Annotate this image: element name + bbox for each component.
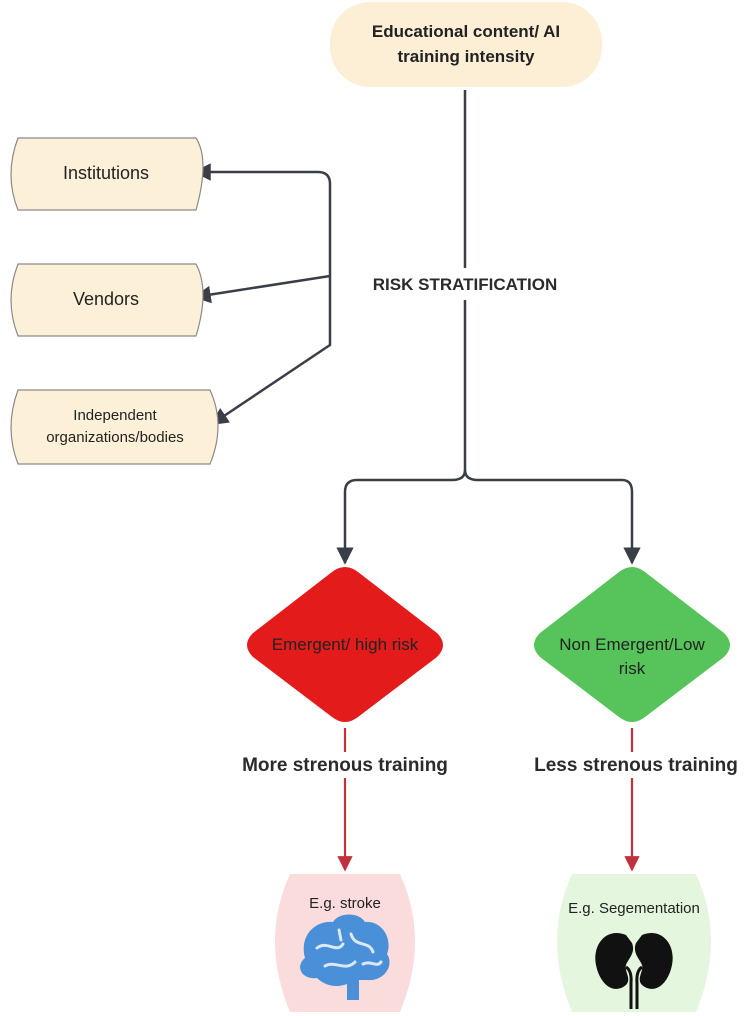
connector-to-institutions bbox=[193, 163, 332, 276]
connector-to-vendors bbox=[193, 274, 331, 304]
top-node: Educational content/ AI training intensi… bbox=[330, 2, 602, 87]
high-risk-diamond: Emergent/ high risk bbox=[247, 567, 443, 722]
low-risk-diamond: Non Emergent/Low risk bbox=[534, 567, 730, 722]
connector-to-high-risk bbox=[336, 469, 467, 565]
high-risk-label: Emergent/ high risk bbox=[272, 635, 419, 654]
low-risk-example-label: E.g. Segementation bbox=[568, 900, 700, 917]
more-strenous-training-label: More strenous training bbox=[242, 755, 448, 776]
low-risk-label-line1: Non Emergent/Low bbox=[559, 635, 705, 654]
top-node-line1: Educational content/ AI bbox=[372, 22, 560, 41]
stakeholder-institutions: Institutions bbox=[10, 137, 204, 211]
brain-icon bbox=[300, 914, 390, 1000]
kidneys-icon bbox=[595, 933, 673, 1009]
stakeholder-independent-label-line2: organizations/bodies bbox=[46, 429, 184, 446]
stakeholder-vendors-label: Vendors bbox=[73, 289, 139, 309]
low-risk-label-line2: risk bbox=[619, 659, 646, 678]
stakeholder-institutions-label: Institutions bbox=[63, 163, 149, 183]
top-node-line2: training intensity bbox=[398, 47, 536, 66]
less-strenous-training-label: Less strenous training bbox=[534, 755, 738, 776]
risk-stratification-label: RISK STRATIFICATION bbox=[373, 275, 557, 294]
high-risk-example-label: E.g. stroke bbox=[309, 895, 381, 912]
connector-to-independent-bodies bbox=[210, 276, 332, 426]
stakeholder-independent-label-line1: Independent bbox=[73, 407, 157, 424]
high-risk-example: E.g. stroke bbox=[275, 874, 415, 1012]
stakeholder-independent-bodies: Independent organizations/bodies bbox=[10, 389, 219, 465]
connector-to-low-risk bbox=[463, 469, 641, 565]
stakeholder-vendors: Vendors bbox=[10, 263, 204, 337]
low-risk-example: E.g. Segementation bbox=[557, 874, 711, 1012]
